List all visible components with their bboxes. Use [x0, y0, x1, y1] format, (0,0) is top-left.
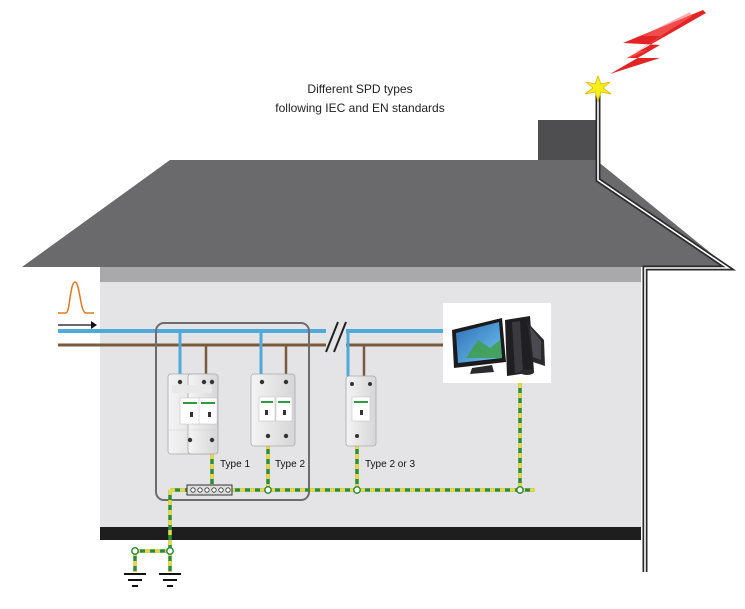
ceiling-band	[100, 267, 641, 282]
distribution-panel-outline	[155, 322, 310, 501]
down-conductor-inner	[597, 88, 731, 572]
surge-pulse-icon	[58, 281, 97, 329]
lightning-bolt-icon	[610, 10, 706, 74]
label-type1: Type 1	[220, 459, 250, 470]
ground-symbol-icon	[159, 573, 181, 587]
ground-symbol-icon	[124, 573, 146, 587]
spd-type2-or-3-device	[345, 375, 377, 447]
caption-line-1: Different SPD types	[307, 82, 413, 96]
computer-icon	[443, 303, 551, 383]
earth-junction-nodes	[131, 486, 524, 555]
caption-line-2: following IEC and EN standards	[275, 101, 445, 115]
earth-terminal-bar	[186, 484, 233, 496]
label-type2: Type 2	[275, 459, 305, 470]
spd-type1-device	[167, 373, 219, 455]
roof	[22, 160, 728, 267]
label-type2-or-3: Type 2 or 3	[365, 459, 415, 470]
diagram-caption: Different SPD types following IEC and EN…	[250, 80, 470, 118]
spd-type2-device	[250, 373, 296, 447]
floor-slab	[100, 527, 641, 540]
spark-icon	[584, 74, 612, 103]
cable-break-mark	[325, 321, 347, 354]
